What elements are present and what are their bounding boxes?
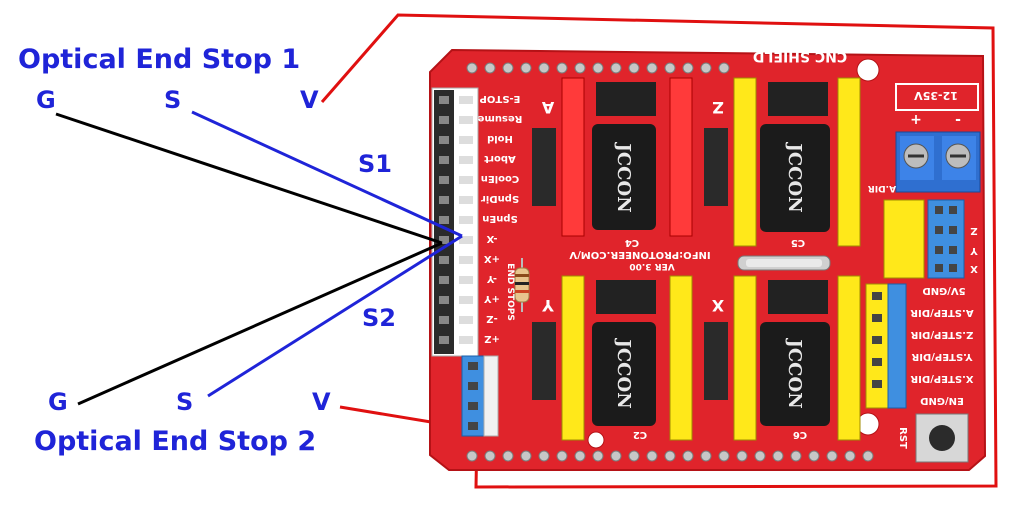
signal2-label: S2 [362,304,396,332]
cap-label-a: C4 [625,237,639,248]
label-en-gnd: EN/GND [920,395,964,406]
cap-label-y: C2 [633,429,647,440]
endstop2-ground-label: G [48,388,68,416]
step-dir-labels: 5V/GND A.STEP/DIR Z.STEP/DIR Y.STEP/DIR … [910,285,974,406]
label-resume: Resume [477,113,522,124]
endstop-labels: E-STOP Resume Hold Abort CoolEn SpnDir S… [477,93,522,344]
label-estop: E-STOP [480,93,521,104]
label-end-stops: END STOPS [505,263,515,321]
driver-slot-y: JCCON Y C2 [532,275,693,441]
top-header-pins [466,62,874,462]
endstop1-title: Optical End Stop 1 [18,44,301,75]
label-spnen: SpnEn [482,213,517,224]
label-minus-z: -Z [486,313,497,324]
board-url: INFO:PROTONEER.COM/V [569,249,710,260]
resistor [514,258,530,312]
board-title: CNC SHIELD [753,48,847,64]
label-5v-gnd: 5V/GND [922,285,965,296]
mount-hole [856,58,880,82]
label-coolen: CoolEn [481,173,519,184]
jumper-label-x: X [970,263,978,274]
endstop-header [431,87,479,357]
reset-button: RST [897,413,969,463]
label-z-step-dir: Z.STEP/DIR [910,329,973,340]
label-a-step-dir: A.STEP/DIR [910,307,974,318]
rst-label: RST [897,427,908,449]
label-spndir: SpnDir [481,193,519,204]
endstop1-voltage-label: V [300,86,319,114]
cap-label-x: C6 [793,429,807,440]
crystal [737,255,831,271]
cap-brand-x: JCCON [784,337,805,408]
slot-label-x: X [711,296,724,315]
cap-label-z: C5 [791,237,805,248]
signal-wire-stop1 [191,110,463,238]
label-plus-x: +X [484,253,500,264]
label-minus-y: -Y [486,273,497,284]
slot-label-a: A [541,98,554,117]
power-wire-stop1 [320,13,998,489]
endstop1-ground-label: G [36,86,56,114]
label-plus-y: +Y [483,293,499,304]
axis-jumper-block: Z Y X [883,199,979,279]
cap-brand-a: JCCON [613,141,634,212]
endstop2-voltage-label: V [312,388,331,416]
wires [55,110,463,406]
jumper-label-z: Z [970,225,977,236]
endstop2-signal-label: S [176,388,194,416]
mount-hole [587,431,605,449]
i2c-serial-header [461,355,499,437]
a-dir-label: A.DIR [868,183,896,193]
board-version: VER 3.00 [629,261,674,271]
power-terminal: 12-35V + - [895,83,981,193]
ground-wire-stop2 [77,241,443,406]
label-plus-z: +Z [484,333,500,344]
label-x-step-dir: X.STEP/DIR [910,373,973,384]
terminal-plus: + [910,112,922,128]
terminal-minus: - [955,112,961,128]
ground-wire-stop1 [55,112,443,245]
signal-wire-stop2 [207,234,463,398]
cap-brand-y: JCCON [613,337,634,408]
jumper-label-y: Y [970,245,979,256]
endstop1-signal-label: S [164,86,182,114]
slot-label-y: Y [542,296,555,315]
step-dir-header [865,283,907,409]
cnc-shield-board: CNC SHIELD E-STOP Resume Hold Abort Cool… [429,48,987,471]
slot-label-z: Z [712,98,724,117]
driver-slot-a: JCCON A C4 [532,77,693,248]
driver-slot-x: JCCON X C6 [704,275,861,441]
label-y-step-dir: Y.STEP/DIR [911,351,973,362]
voltage-label: 12-35V [914,89,958,102]
label-hold: Hold [487,133,513,144]
driver-slot-z: JCCON Z C5 [704,77,861,248]
label-minus-x: -X [486,233,497,244]
label-abort: Abort [484,153,516,164]
endstop2-title: Optical End Stop 2 [34,426,317,457]
cap-brand-z: JCCON [784,141,805,212]
signal1-label: S1 [358,150,392,178]
